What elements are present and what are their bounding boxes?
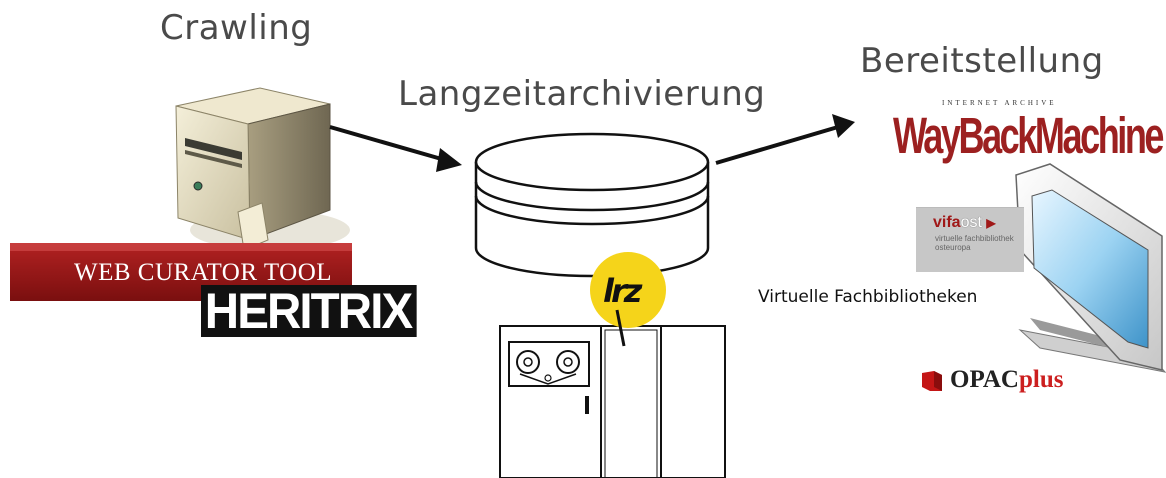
lrz-logo — [590, 252, 666, 347]
langzeitarchivierung-title: Langzeitarchivierung — [398, 74, 766, 114]
opacplus-logo: OPACplus — [950, 366, 1063, 394]
vifaost-logo: vifaost ▶ — [933, 214, 996, 232]
bereitstellung-title: Bereitstellung — [860, 41, 1104, 81]
opac-text: OPAC — [950, 366, 1019, 393]
monitor-icon — [1015, 163, 1166, 373]
play-icon: ▶ — [986, 216, 996, 230]
crawling-title: Crawling — [160, 8, 313, 48]
vifa-text: vifa — [933, 214, 961, 231]
banner-stripe — [10, 243, 352, 251]
tape-library-icon — [499, 325, 726, 478]
vifaost-subtitle: virtuelle fachbibliothek osteuropa — [935, 234, 1014, 252]
plus-text: plus — [1018, 366, 1064, 393]
lrz-text: lrz — [603, 272, 642, 310]
web-curator-tool-text: WEB CURATOR TOOL — [74, 259, 333, 286]
internet-archive-text: INTERNET ARCHIVE — [942, 99, 1057, 107]
opac-icon — [922, 371, 942, 391]
database-cylinder-icon — [474, 132, 710, 278]
heritrix-logo: HERITRIX — [201, 285, 417, 337]
wayback-machine-logo: WayBackMachine — [893, 108, 1164, 165]
ost-text: ost — [960, 214, 982, 231]
server-icon — [175, 87, 350, 251]
arrow-icon — [329, 114, 855, 172]
vifaost-logo-box — [916, 207, 1024, 272]
virtuelle-fachbibliotheken-label: Virtuelle Fachbibliotheken — [758, 287, 978, 307]
